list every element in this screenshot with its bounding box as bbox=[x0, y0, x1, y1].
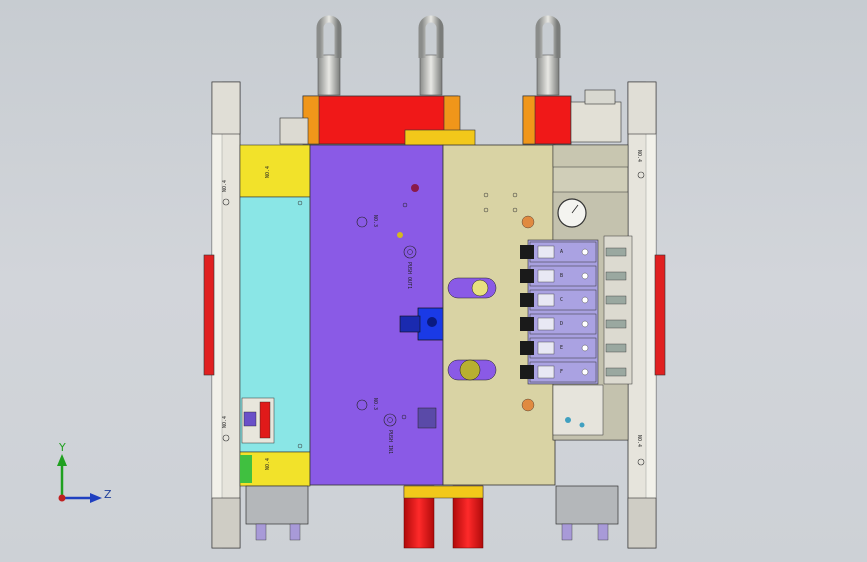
label-left-rail-bottom: NO.4 bbox=[222, 415, 228, 428]
label-left-rail-top: NO.4 bbox=[222, 179, 228, 192]
axis-z-label: Z bbox=[104, 488, 112, 501]
right-frame-rail bbox=[627, 81, 666, 549]
solenoid-valve[interactable] bbox=[520, 265, 627, 287]
bottom-right-block bbox=[555, 485, 619, 525]
valve-label: A bbox=[560, 249, 564, 255]
label-left-bottom: NO.4 bbox=[265, 457, 271, 470]
solenoid-valve[interactable] bbox=[520, 313, 627, 335]
bottom-left-block bbox=[245, 485, 309, 525]
label-left-top: NO.4 bbox=[265, 165, 271, 178]
valve-label: C bbox=[560, 297, 564, 303]
left-frame-rail bbox=[203, 81, 241, 549]
valve-label: F bbox=[560, 369, 564, 375]
label-right-bottom: NO.4 bbox=[636, 435, 642, 448]
left-yellow-block-top bbox=[239, 144, 311, 198]
solenoid-valve[interactable] bbox=[520, 337, 627, 359]
label-push-in: PUSH IN1 bbox=[387, 430, 393, 455]
eye-bolt-3 bbox=[535, 15, 561, 96]
solenoid-valve[interactable] bbox=[520, 361, 627, 383]
solenoid-valve[interactable] bbox=[520, 289, 627, 311]
label-center-bottom: NO.3 bbox=[372, 398, 378, 411]
solenoid-valve[interactable] bbox=[520, 241, 627, 263]
valve-label: E bbox=[560, 345, 564, 351]
label-center-top: NO.3 bbox=[372, 215, 378, 228]
valve-label: B bbox=[560, 273, 564, 279]
label-push-out: PUSH OUT1 bbox=[406, 262, 412, 290]
solenoid-valve-stack[interactable] bbox=[527, 239, 599, 385]
coordinate-triad bbox=[57, 454, 102, 503]
valve-label: D bbox=[560, 321, 564, 327]
eye-bolt-2 bbox=[418, 15, 444, 96]
axis-y-label: Y bbox=[59, 441, 66, 454]
label-right-top: NO.4 bbox=[636, 150, 642, 163]
eye-bolt-1 bbox=[316, 15, 342, 96]
